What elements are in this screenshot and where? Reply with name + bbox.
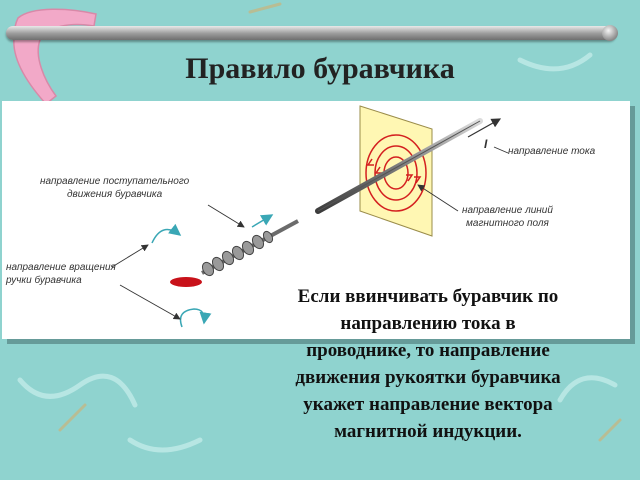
gimlet [170, 219, 299, 287]
pointer-rotation-top [111, 244, 149, 268]
gimlet-rule-figure: направление поступательного движения бур… [2, 101, 630, 339]
top-divider-bar [6, 25, 618, 41]
label-rotation: направление вращения ручки буравчика [6, 262, 116, 286]
pointer-field [417, 184, 459, 212]
label-translational: направление поступательного движения бур… [40, 176, 190, 200]
caption-line: Если ввинчивать буравчик по [297, 286, 559, 307]
caption-line: магнитной индукции. [334, 421, 522, 442]
rotation-arrow-bottom [179, 308, 212, 328]
pointer-translation [207, 204, 245, 228]
label-current-symbol: I [484, 137, 488, 151]
gimlet-diagram [111, 105, 509, 328]
caption-line: направлению тока в [340, 313, 516, 334]
label-field: направление линий магнитного поля [462, 205, 553, 229]
divider-cap [602, 25, 618, 41]
slide-title: Правило буравчика [185, 52, 455, 85]
pointer-current [493, 146, 509, 154]
current-arrow [467, 118, 502, 138]
translation-arrow [251, 214, 274, 228]
rule-caption: Если ввинчивать буравчик по направлению … [228, 283, 628, 445]
caption-line: укажет направление вектора [303, 394, 553, 415]
gimlet-handle [170, 277, 202, 287]
caption-line: движения рукоятки буравчика [295, 367, 561, 388]
field-lines [365, 134, 427, 212]
label-current: направление тока [508, 146, 596, 157]
pointer-rotation-bottom [119, 284, 181, 320]
caption-line: проводнике, то направление [306, 340, 550, 361]
rotation-arrow-top [151, 223, 182, 244]
